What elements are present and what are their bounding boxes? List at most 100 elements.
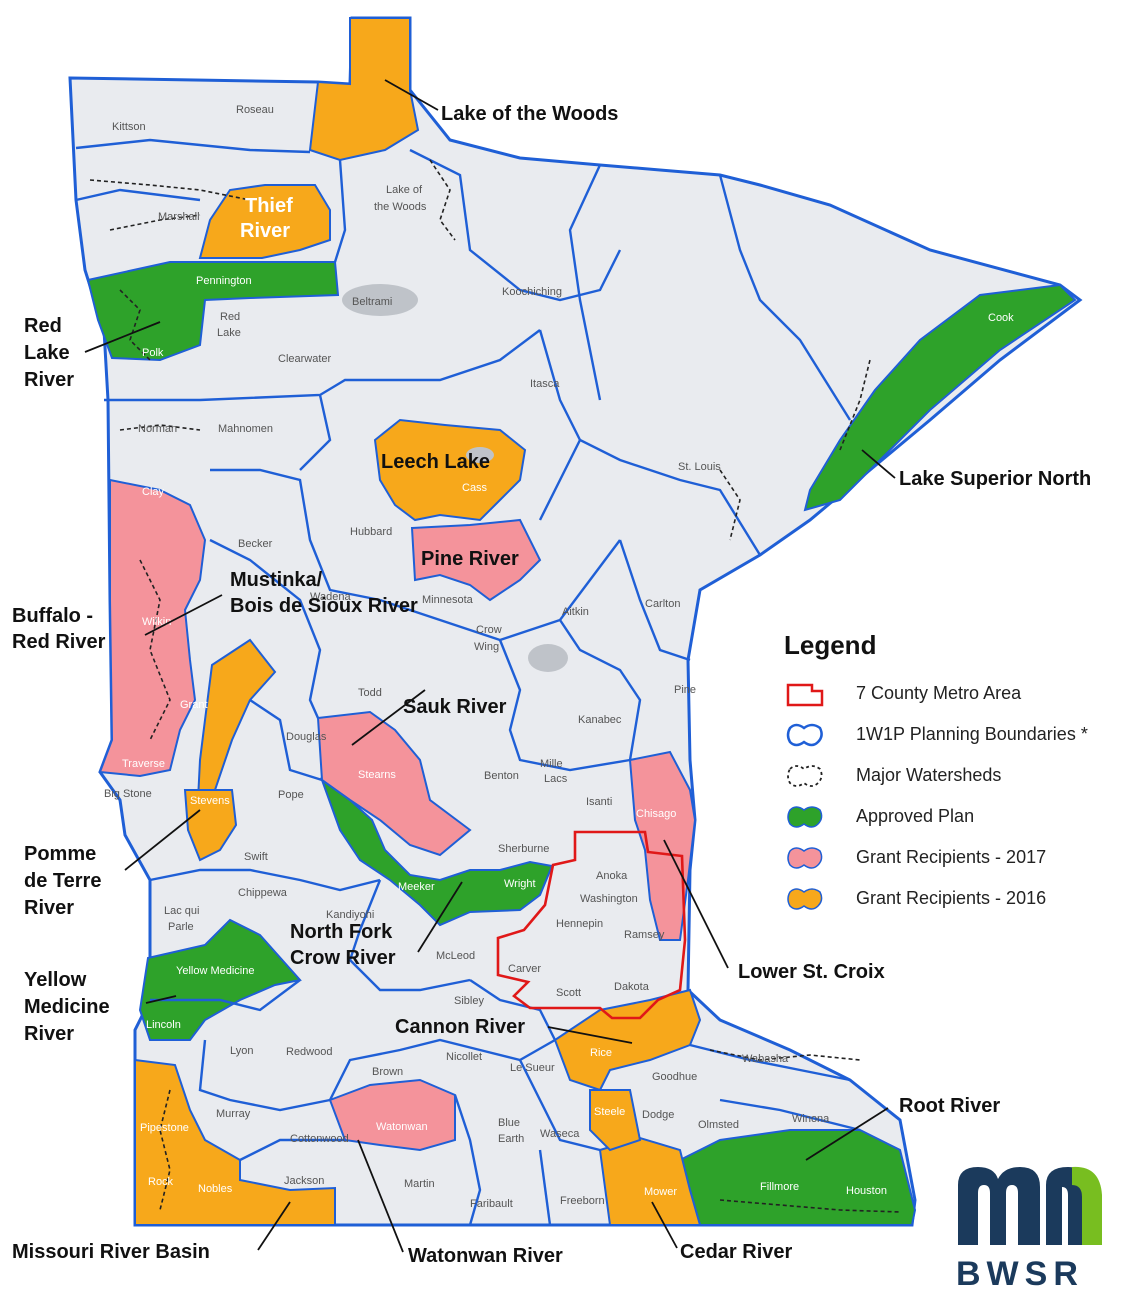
county-label: Wadena	[310, 591, 351, 603]
county-label: Dakota	[614, 981, 650, 993]
region-label: Cedar River	[680, 1241, 792, 1263]
legend-item-grant-2017: Grant Recipients - 2017	[784, 837, 1136, 878]
legend-label: 1W1P Planning Boundaries *	[856, 724, 1088, 744]
county-label: Redwood	[286, 1046, 332, 1058]
legend-label: 7 County Metro Area	[856, 683, 1022, 703]
region-pomme-de-terre[interactable]	[183, 789, 238, 862]
region-lower-st-croix[interactable]	[628, 750, 697, 941]
county-label: Koochiching	[502, 286, 562, 298]
metro-area-outline	[496, 830, 687, 1020]
county-label: Faribault	[470, 1198, 513, 1210]
county-label: Rock	[148, 1176, 174, 1188]
county-label: Cass	[462, 482, 488, 494]
county-label: Pope	[278, 789, 304, 801]
county-label: Itasca	[530, 378, 560, 390]
region-label: Cannon River	[395, 1016, 525, 1038]
county-label: Norman	[138, 423, 177, 435]
county-label: Swift	[244, 851, 268, 863]
region-lake-superior-north[interactable]	[803, 283, 1077, 512]
county-label: Anoka	[596, 870, 628, 882]
region-label: Lake of the Woods	[441, 103, 618, 125]
state-outline	[68, 16, 1083, 1227]
county-label: Pine	[674, 684, 696, 696]
county-label: Chisago	[636, 808, 676, 820]
legend-item-approved: Approved Plan	[784, 796, 1136, 837]
grant-2016-fill-icon	[787, 887, 823, 910]
county-label: Hubbard	[350, 526, 392, 538]
county-label: Sherburne	[498, 843, 549, 855]
legend-item-grant-2016: Grant Recipients - 2016	[784, 878, 1136, 919]
region-missouri-river[interactable]	[134, 1058, 336, 1226]
region-buffalo-red[interactable]	[98, 478, 207, 778]
legend-title: Legend	[784, 630, 877, 660]
county-label: Nicollet	[446, 1051, 482, 1063]
region-watonwan-river[interactable]	[328, 1078, 456, 1152]
county-label: Le Sueur	[510, 1062, 555, 1074]
county-label: Mille	[540, 758, 563, 770]
bwsr-logo: BWSR	[950, 1155, 1120, 1293]
county-label: Wing	[474, 641, 499, 653]
county-label: Nobles	[198, 1183, 233, 1195]
county-label: Chippewa	[238, 887, 288, 899]
leader-lines	[84, 79, 896, 1253]
region-leech-lake[interactable]	[373, 418, 527, 522]
county-label: Brown	[372, 1066, 403, 1078]
region-label: Mustinka/Bois de Sioux River	[230, 569, 418, 617]
county-label: Aitkin	[562, 606, 589, 618]
county-label: Stearns	[358, 769, 396, 781]
county-label: Douglas	[286, 731, 327, 743]
planning-boundaries	[75, 138, 861, 1226]
county-labels: Kittson Roseau Marshall Lake of the Wood…	[104, 104, 830, 1210]
county-label: Olmsted	[698, 1119, 739, 1131]
legend: Legend 7 County Metro Area 1W1P Planning…	[784, 630, 1136, 919]
region-label: Missouri River Basin	[12, 1241, 210, 1263]
county-label: Lake of	[386, 184, 423, 196]
county-label: Red	[220, 311, 240, 323]
county-label: Lincoln	[146, 1019, 181, 1031]
county-label: Marshall	[158, 211, 200, 223]
logo-text: BWSR	[956, 1255, 1084, 1293]
county-label: Yellow Medicine	[176, 965, 254, 977]
major-watersheds	[89, 159, 901, 1213]
region-label: Sauk River	[403, 696, 507, 718]
region-red-lake-river[interactable]	[86, 261, 340, 362]
county-label: Big Stone	[104, 788, 152, 800]
county-label: Meeker	[398, 881, 435, 893]
lakes	[342, 284, 568, 672]
region-sauk-river[interactable]	[316, 710, 472, 857]
county-label: Becker	[238, 538, 273, 550]
county-label: Fillmore	[760, 1181, 799, 1193]
county-label: Wabasha	[742, 1053, 789, 1065]
legend-label: Grant Recipients - 2017	[856, 847, 1047, 867]
county-label: Cottonwood	[290, 1133, 349, 1145]
county-label: Wright	[504, 878, 536, 890]
county-label: Cook	[988, 312, 1014, 324]
county-label: Blue	[498, 1117, 520, 1129]
county-label: Beltrami	[352, 296, 392, 308]
region-yellow-medicine[interactable]	[138, 918, 302, 1041]
county-label: Roseau	[236, 104, 274, 116]
county-label: Benton	[484, 770, 519, 782]
county-label: Rice	[590, 1047, 612, 1059]
region-pine-river[interactable]	[410, 518, 542, 602]
county-label: Ramsey	[624, 929, 665, 941]
county-label: Jackson	[284, 1175, 324, 1187]
county-label: Stevens	[190, 795, 230, 807]
county-label: Freeborn	[560, 1195, 605, 1207]
region-root-river[interactable]	[678, 1129, 917, 1226]
region-label: Root River	[899, 1095, 1000, 1117]
region-mustinka[interactable]	[196, 638, 277, 802]
region-label: Lake Superior North	[899, 468, 1091, 490]
legend-label: Grant Recipients - 2016	[856, 888, 1047, 908]
region-lake-of-the-woods[interactable]	[308, 17, 420, 162]
region-thief-river[interactable]	[198, 184, 331, 259]
county-label: Kittson	[112, 121, 146, 133]
region-steele-rice[interactable]	[589, 1089, 642, 1152]
county-label: Lac qui	[164, 905, 199, 917]
